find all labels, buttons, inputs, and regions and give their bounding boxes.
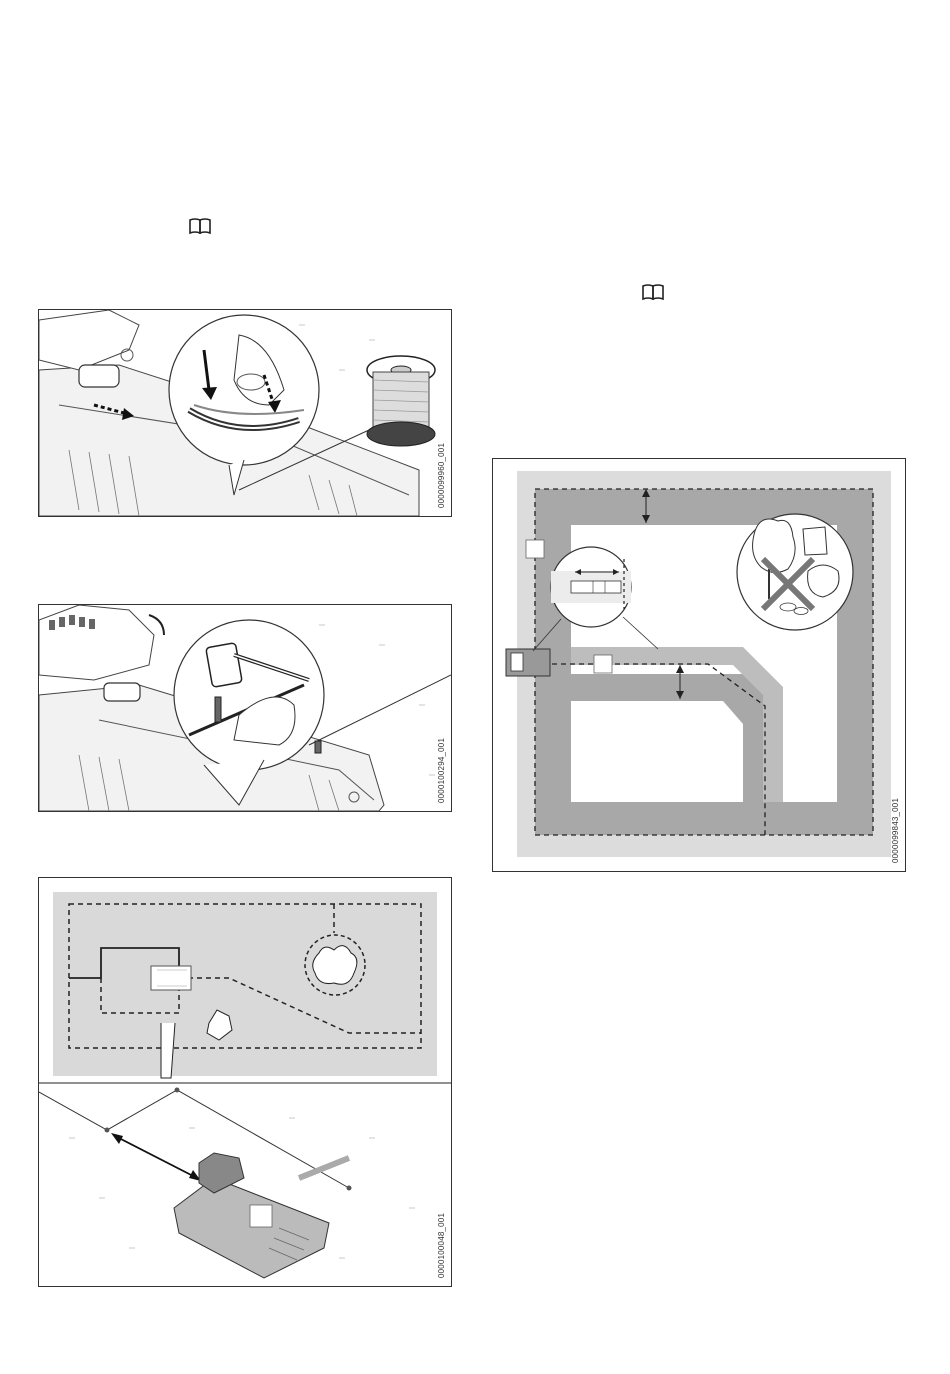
lawn-plan-illustration bbox=[493, 459, 905, 871]
figure-lawn-plan: 0000099843_001 bbox=[492, 458, 906, 872]
book-icon bbox=[188, 217, 212, 235]
peg-hammering-illustration bbox=[39, 605, 451, 811]
garden-layout-illustration bbox=[39, 878, 451, 1286]
wire-insertion-illustration bbox=[39, 310, 451, 516]
figure-id: 0000099843_001 bbox=[891, 798, 900, 863]
figure-id: 0000100294_001 bbox=[437, 738, 446, 803]
figure-id: 0000099960_001 bbox=[437, 443, 446, 508]
figure-wire-insertion: 0000099960_001 bbox=[38, 309, 452, 517]
figure-peg-hammering: 0000100294_001 bbox=[38, 604, 452, 812]
figure-id: 0000100048_001 bbox=[437, 1213, 446, 1278]
book-icon bbox=[641, 283, 665, 301]
figure-garden-layout: 0000100048_001 bbox=[38, 877, 452, 1287]
